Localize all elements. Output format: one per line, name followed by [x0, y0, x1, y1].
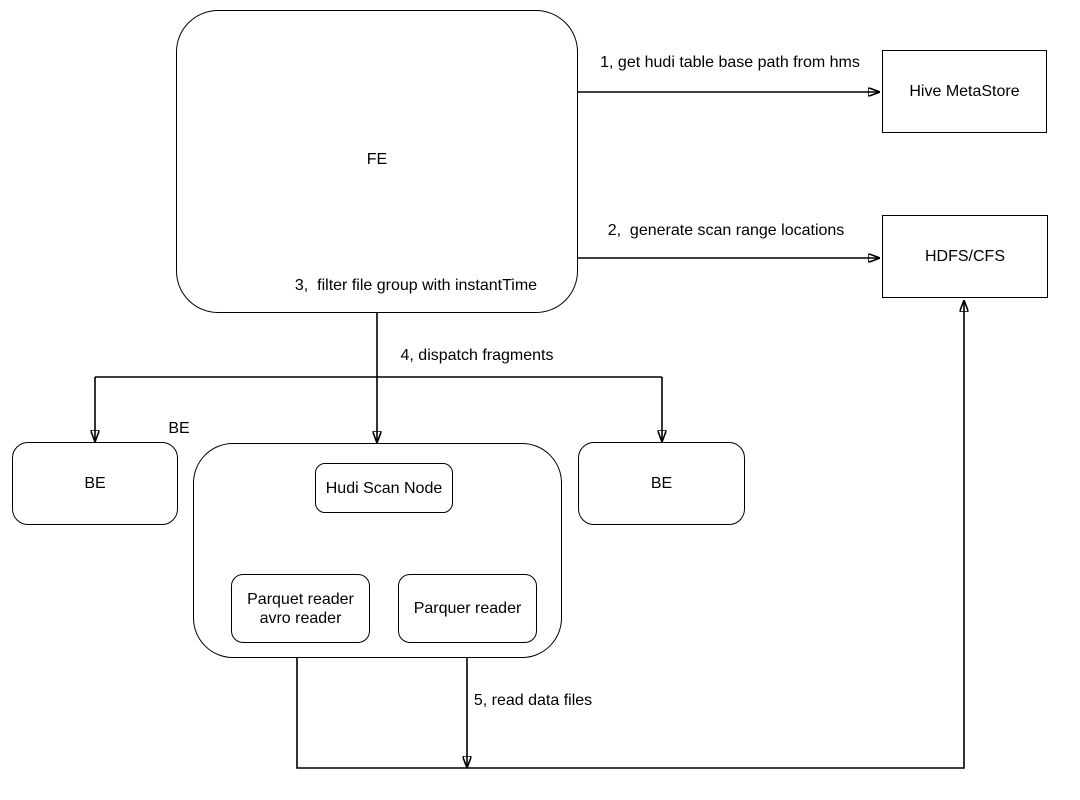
- node-be-left-label: BE: [84, 475, 106, 492]
- node-parquet-avro-reader-line2: avro reader: [259, 609, 342, 627]
- node-hive-metastore: Hive MetaStore: [882, 50, 1047, 133]
- node-hdfs-cfs-label: HDFS/CFS: [925, 248, 1005, 265]
- node-fe-label: FE: [366, 151, 388, 168]
- node-hdfs-cfs: HDFS/CFS: [882, 215, 1048, 298]
- node-be-right: BE: [578, 442, 745, 525]
- node-be-right-label: BE: [650, 475, 673, 492]
- edge-step2-label: 2, generate scan range locations: [607, 222, 845, 239]
- node-parquer-reader-label: Parquer reader: [413, 600, 522, 617]
- edge-step1-label: 1, get hudi table base path from hms: [600, 54, 860, 71]
- edge-step3-label: 3, filter file group with instantTime: [294, 277, 538, 294]
- node-hive-metastore-label: Hive MetaStore: [909, 83, 1020, 100]
- node-fe: [176, 10, 578, 313]
- node-hudi-scan: Hudi Scan Node: [315, 463, 453, 513]
- edge-step5-label: 5, read data files: [473, 692, 593, 709]
- edge-step5-readers-to-hdfs: [296, 301, 964, 769]
- node-parquet-avro-reader-line1: Parquet reader: [247, 590, 354, 608]
- edge-step4-label: 4, dispatch fragments: [400, 347, 554, 364]
- node-parquet-avro-reader: Parquet reader avro reader: [231, 574, 370, 643]
- node-be-left: BE: [12, 442, 178, 525]
- node-parquer-reader: Parquer reader: [398, 574, 537, 643]
- node-hudi-scan-label: Hudi Scan Node: [325, 479, 443, 497]
- be-group-tag-label: BE: [168, 420, 190, 437]
